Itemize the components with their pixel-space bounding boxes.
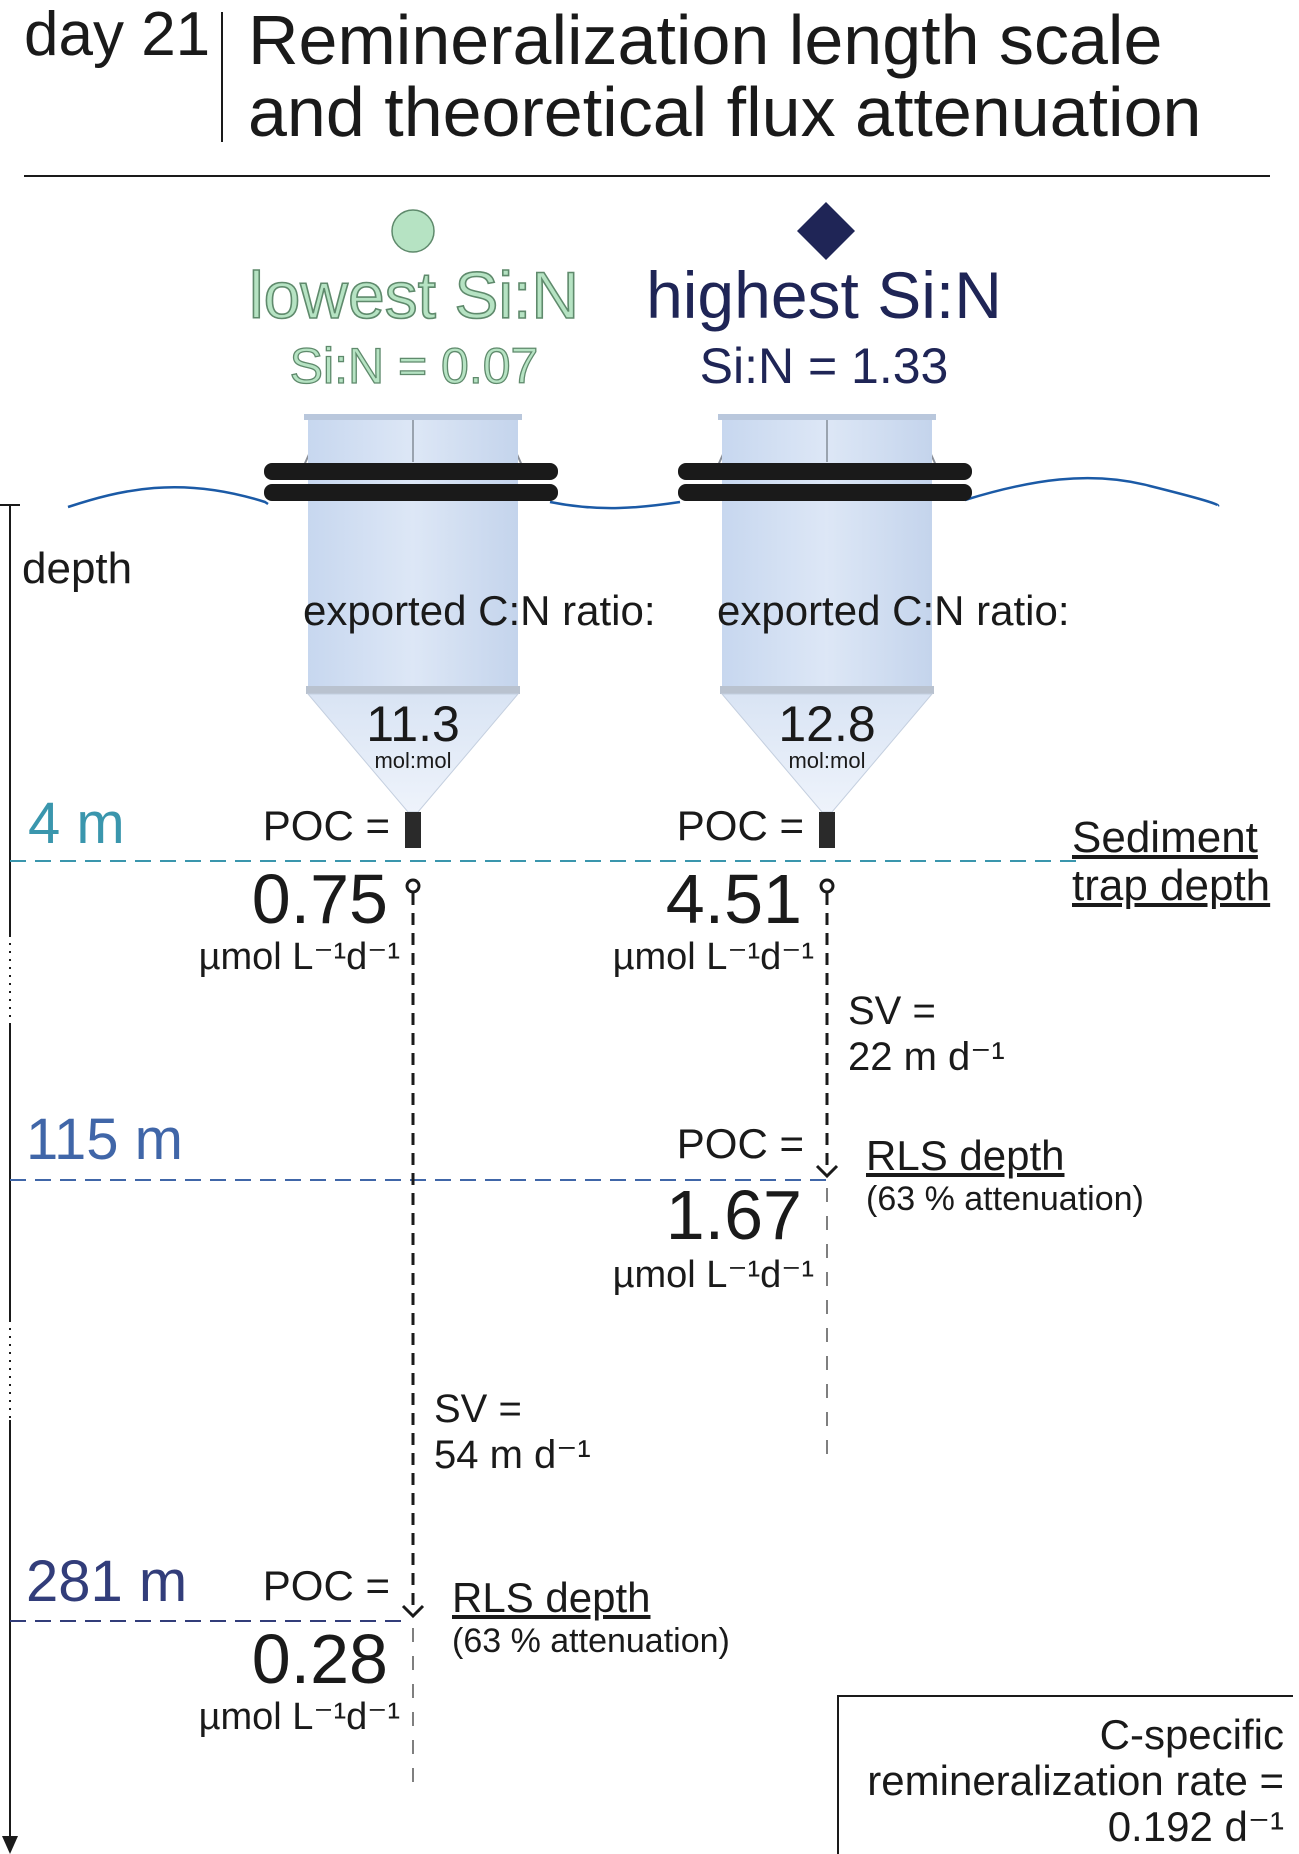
poc-rls-label-high: POC = — [676, 1120, 804, 1167]
ocean-surface-wave — [67, 476, 1220, 510]
title-line-2: and theoretical flux attenuation — [248, 73, 1202, 151]
high-sin-marker-diamond — [797, 202, 855, 260]
sediment-trap-high — [678, 414, 972, 848]
depth-axis-label: depth — [22, 544, 133, 593]
low-sin-marker-circle — [391, 209, 435, 253]
rls-attenuation-low: (63 % attenuation) — [452, 1622, 730, 1660]
remineralization-rate-box: C-specific remineralization rate = 0.192… — [832, 1712, 1284, 1850]
rate-line-1: C-specific — [1099, 1711, 1284, 1758]
treatment-ratio-high: Si:N = 1.33 — [699, 338, 949, 394]
cn-value-high: 12.8 — [778, 696, 876, 752]
title-line-1: Remineralization length scale — [248, 1, 1163, 79]
day-label: day 21 — [24, 0, 211, 69]
sink-arrowhead-high — [815, 1164, 839, 1179]
depth-level-4m: 4 m — [28, 791, 125, 856]
poc-rls-unit-high: µmol L⁻¹d⁻¹ — [612, 1254, 814, 1296]
poc-surface-unit-low: µmol L⁻¹d⁻¹ — [198, 936, 400, 978]
sink-arrowhead-low — [401, 1604, 425, 1619]
sv-value-high: 22 m d⁻¹ — [848, 1035, 1005, 1079]
treatment-label-high: highest Si:N — [646, 258, 1002, 332]
poc-rls-label-low: POC = — [262, 1562, 390, 1609]
poc-rls-unit-low: µmol L⁻¹d⁻¹ — [198, 1696, 400, 1738]
sediment-trap-low — [264, 414, 558, 848]
rate-line-2: remineralization rate = — [867, 1757, 1284, 1804]
rls-depth-label-low: RLS depth — [452, 1574, 651, 1621]
treatment-ratio-low: Si:N = 0.07 — [289, 337, 539, 394]
exported-cn-label-high: exported C:N ratio: — [717, 587, 1070, 634]
poc-surface-label-high: POC = — [676, 802, 804, 849]
poc-rls-value-low: 0.28 — [251, 1620, 388, 1698]
rls-depth-label-high: RLS depth — [866, 1132, 1065, 1179]
depth-axis-arrowhead — [2, 1836, 18, 1854]
sink-start-high — [819, 878, 835, 894]
sv-value-low: 54 m d⁻¹ — [434, 1433, 591, 1477]
poc-surface-value-high: 4.51 — [665, 860, 802, 938]
sink-start-low — [405, 878, 421, 894]
rls-attenuation-high: (63 % attenuation) — [866, 1180, 1144, 1218]
treatment-label-low: lowest Si:N — [248, 257, 580, 333]
cn-unit-high: mol:mol — [788, 748, 866, 773]
sinking-velocity-high: SV = 22 m d⁻¹ — [848, 988, 1005, 1080]
depth-level-115m: 115 m — [26, 1107, 183, 1172]
rate-line-3: 0.192 d⁻¹ — [1107, 1803, 1284, 1850]
poc-surface-label-low: POC = — [262, 802, 390, 849]
depth-level-281m: 281 m — [26, 1549, 188, 1614]
sediment-trap-depth-label: Sediment trap depth — [1072, 814, 1292, 910]
poc-surface-unit-high: µmol L⁻¹d⁻¹ — [612, 936, 814, 978]
rate-box-frame — [837, 1695, 1293, 1854]
sinking-velocity-low: SV = 54 m d⁻¹ — [434, 1386, 591, 1478]
cn-value-low: 11.3 — [366, 696, 460, 752]
page-title: Remineralization length scale and theore… — [248, 4, 1201, 148]
sv-label-low: SV = — [434, 1387, 522, 1431]
sediment-trap-depth-text: Sediment trap depth — [1072, 813, 1271, 910]
poc-surface-value-low: 0.75 — [251, 860, 388, 938]
poc-rls-value-high: 1.67 — [665, 1176, 802, 1254]
cn-unit-low: mol:mol — [374, 748, 452, 773]
axis-break-1 — [4, 935, 18, 1025]
sv-label-high: SV = — [848, 989, 936, 1033]
exported-cn-label-low: exported C:N ratio: — [303, 587, 656, 634]
